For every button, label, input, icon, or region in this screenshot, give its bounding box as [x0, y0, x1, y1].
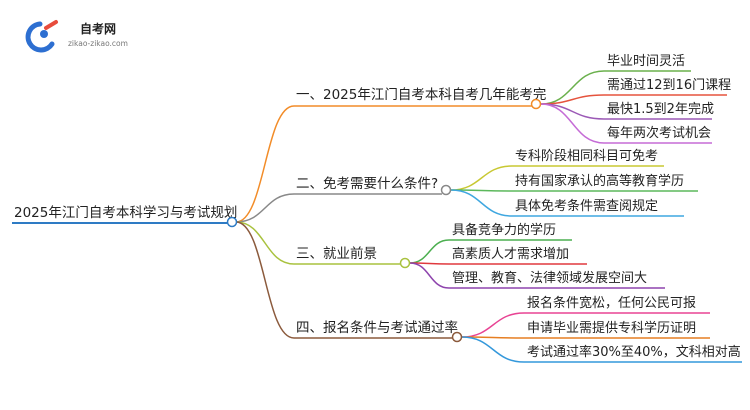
root-label: 2025年江门自考本科学习与考试规划 — [14, 205, 237, 221]
branch-2: 二、免考需要什么条件? — [294, 175, 452, 196]
leaf-4-3-label: 考试通过率30%至40%，文科相对高 — [527, 344, 741, 360]
leaf-4-1-label: 报名条件宽松，任何公民可报 — [527, 295, 696, 311]
leaf-2-2: 持有国家承认的高等教育学历 — [512, 173, 698, 192]
branch-2-node — [440, 184, 452, 196]
link-branch-3-leaf-1 — [409, 239, 450, 264]
link-branch-2-leaf-3 — [450, 189, 513, 217]
leaf-3-2: 高素质人才需求增加 — [449, 246, 587, 265]
root-node-circle — [226, 216, 238, 228]
leaf-2-2-label: 持有国家承认的高等教育学历 — [515, 173, 684, 189]
link-branch-4-leaf-1 — [461, 312, 525, 338]
leaf-2-3-label: 具体免考条件需查阅规定 — [515, 198, 658, 214]
link-root-branch-1 — [235, 105, 295, 223]
leaf-3-1: 具备竞争力的学历 — [449, 222, 572, 241]
leaf-1-2-label: 需通过12到16门课程 — [607, 78, 731, 93]
leaf-2-1-label: 专科阶段相同科目可免考 — [515, 149, 658, 164]
leaf-1-3: 最快1.5到2年完成 — [604, 102, 714, 120]
branch-3: 三、就业前景 — [294, 245, 411, 269]
leaf-2-3: 具体免考条件需查阅规定 — [512, 198, 684, 217]
leaf-1-2: 需通过12到16门课程 — [604, 78, 731, 96]
leaf-1-3-label: 最快1.5到2年完成 — [607, 102, 714, 117]
leaf-1-1-label: 毕业时间灵活 — [607, 54, 685, 69]
site-logo[interactable]: 自考网 zikao-zikao.com — [25, 20, 128, 53]
leaf-1-4-label: 每年两次考试机会 — [607, 125, 711, 141]
branch-4-label: 四、报名条件与考试通过率 — [296, 319, 458, 336]
branch-4: 四、报名条件与考试通过率 — [294, 319, 463, 343]
branch-3-node — [399, 257, 411, 269]
connector-lines — [235, 70, 605, 363]
branch-3-label: 三、就业前景 — [296, 245, 377, 262]
link-branch-2-leaf-1 — [450, 165, 513, 191]
leaf-1-1: 毕业时间灵活 — [604, 54, 691, 72]
branch-4-node — [451, 331, 463, 343]
link-branch-1-leaf-4 — [540, 103, 605, 144]
branch-1-label: 一、2025年江门自考本科自考几年能考完 — [296, 87, 546, 103]
link-root-branch-2 — [235, 193, 295, 223]
link-root-branch-3 — [235, 221, 295, 265]
logo-url: zikao-zikao.com — [68, 39, 128, 48]
link-branch-4-leaf-3 — [461, 336, 525, 363]
link-branch-3-leaf-3 — [409, 262, 450, 289]
branch-1: 一、2025年江门自考本科自考几年能考完 — [294, 87, 546, 110]
leaf-4-2-label: 申请毕业需提供专科学历证明 — [527, 320, 696, 336]
leaf-3-3: 管理、教育、法律领域发展空间大 — [449, 270, 665, 289]
leaf-3-1-label: 具备竞争力的学历 — [452, 222, 556, 238]
root-node: 2025年江门自考本科学习与考试规划 — [12, 205, 238, 228]
leaf-3-3-label: 管理、教育、法律领域发展空间大 — [452, 270, 647, 286]
leaf-4-2: 申请毕业需提供专科学历证明 — [524, 320, 710, 339]
leaf-3-2-label: 高素质人才需求增加 — [452, 246, 569, 262]
link-root-branch-4 — [235, 221, 295, 339]
leaf-2-1: 专科阶段相同科目可免考 — [512, 149, 664, 167]
leaf-1-4: 每年两次考试机会 — [604, 125, 712, 144]
branch-2-label: 二、免考需要什么条件? — [296, 175, 438, 192]
leaf-4-1: 报名条件宽松，任何公民可报 — [524, 295, 710, 314]
logo-icon — [25, 20, 58, 53]
leaf-4-3: 考试通过率30%至40%，文科相对高 — [524, 344, 742, 363]
logo-title: 自考网 — [80, 21, 116, 36]
link-branch-1-leaf-3 — [540, 103, 605, 120]
branch-1-node — [530, 98, 542, 110]
